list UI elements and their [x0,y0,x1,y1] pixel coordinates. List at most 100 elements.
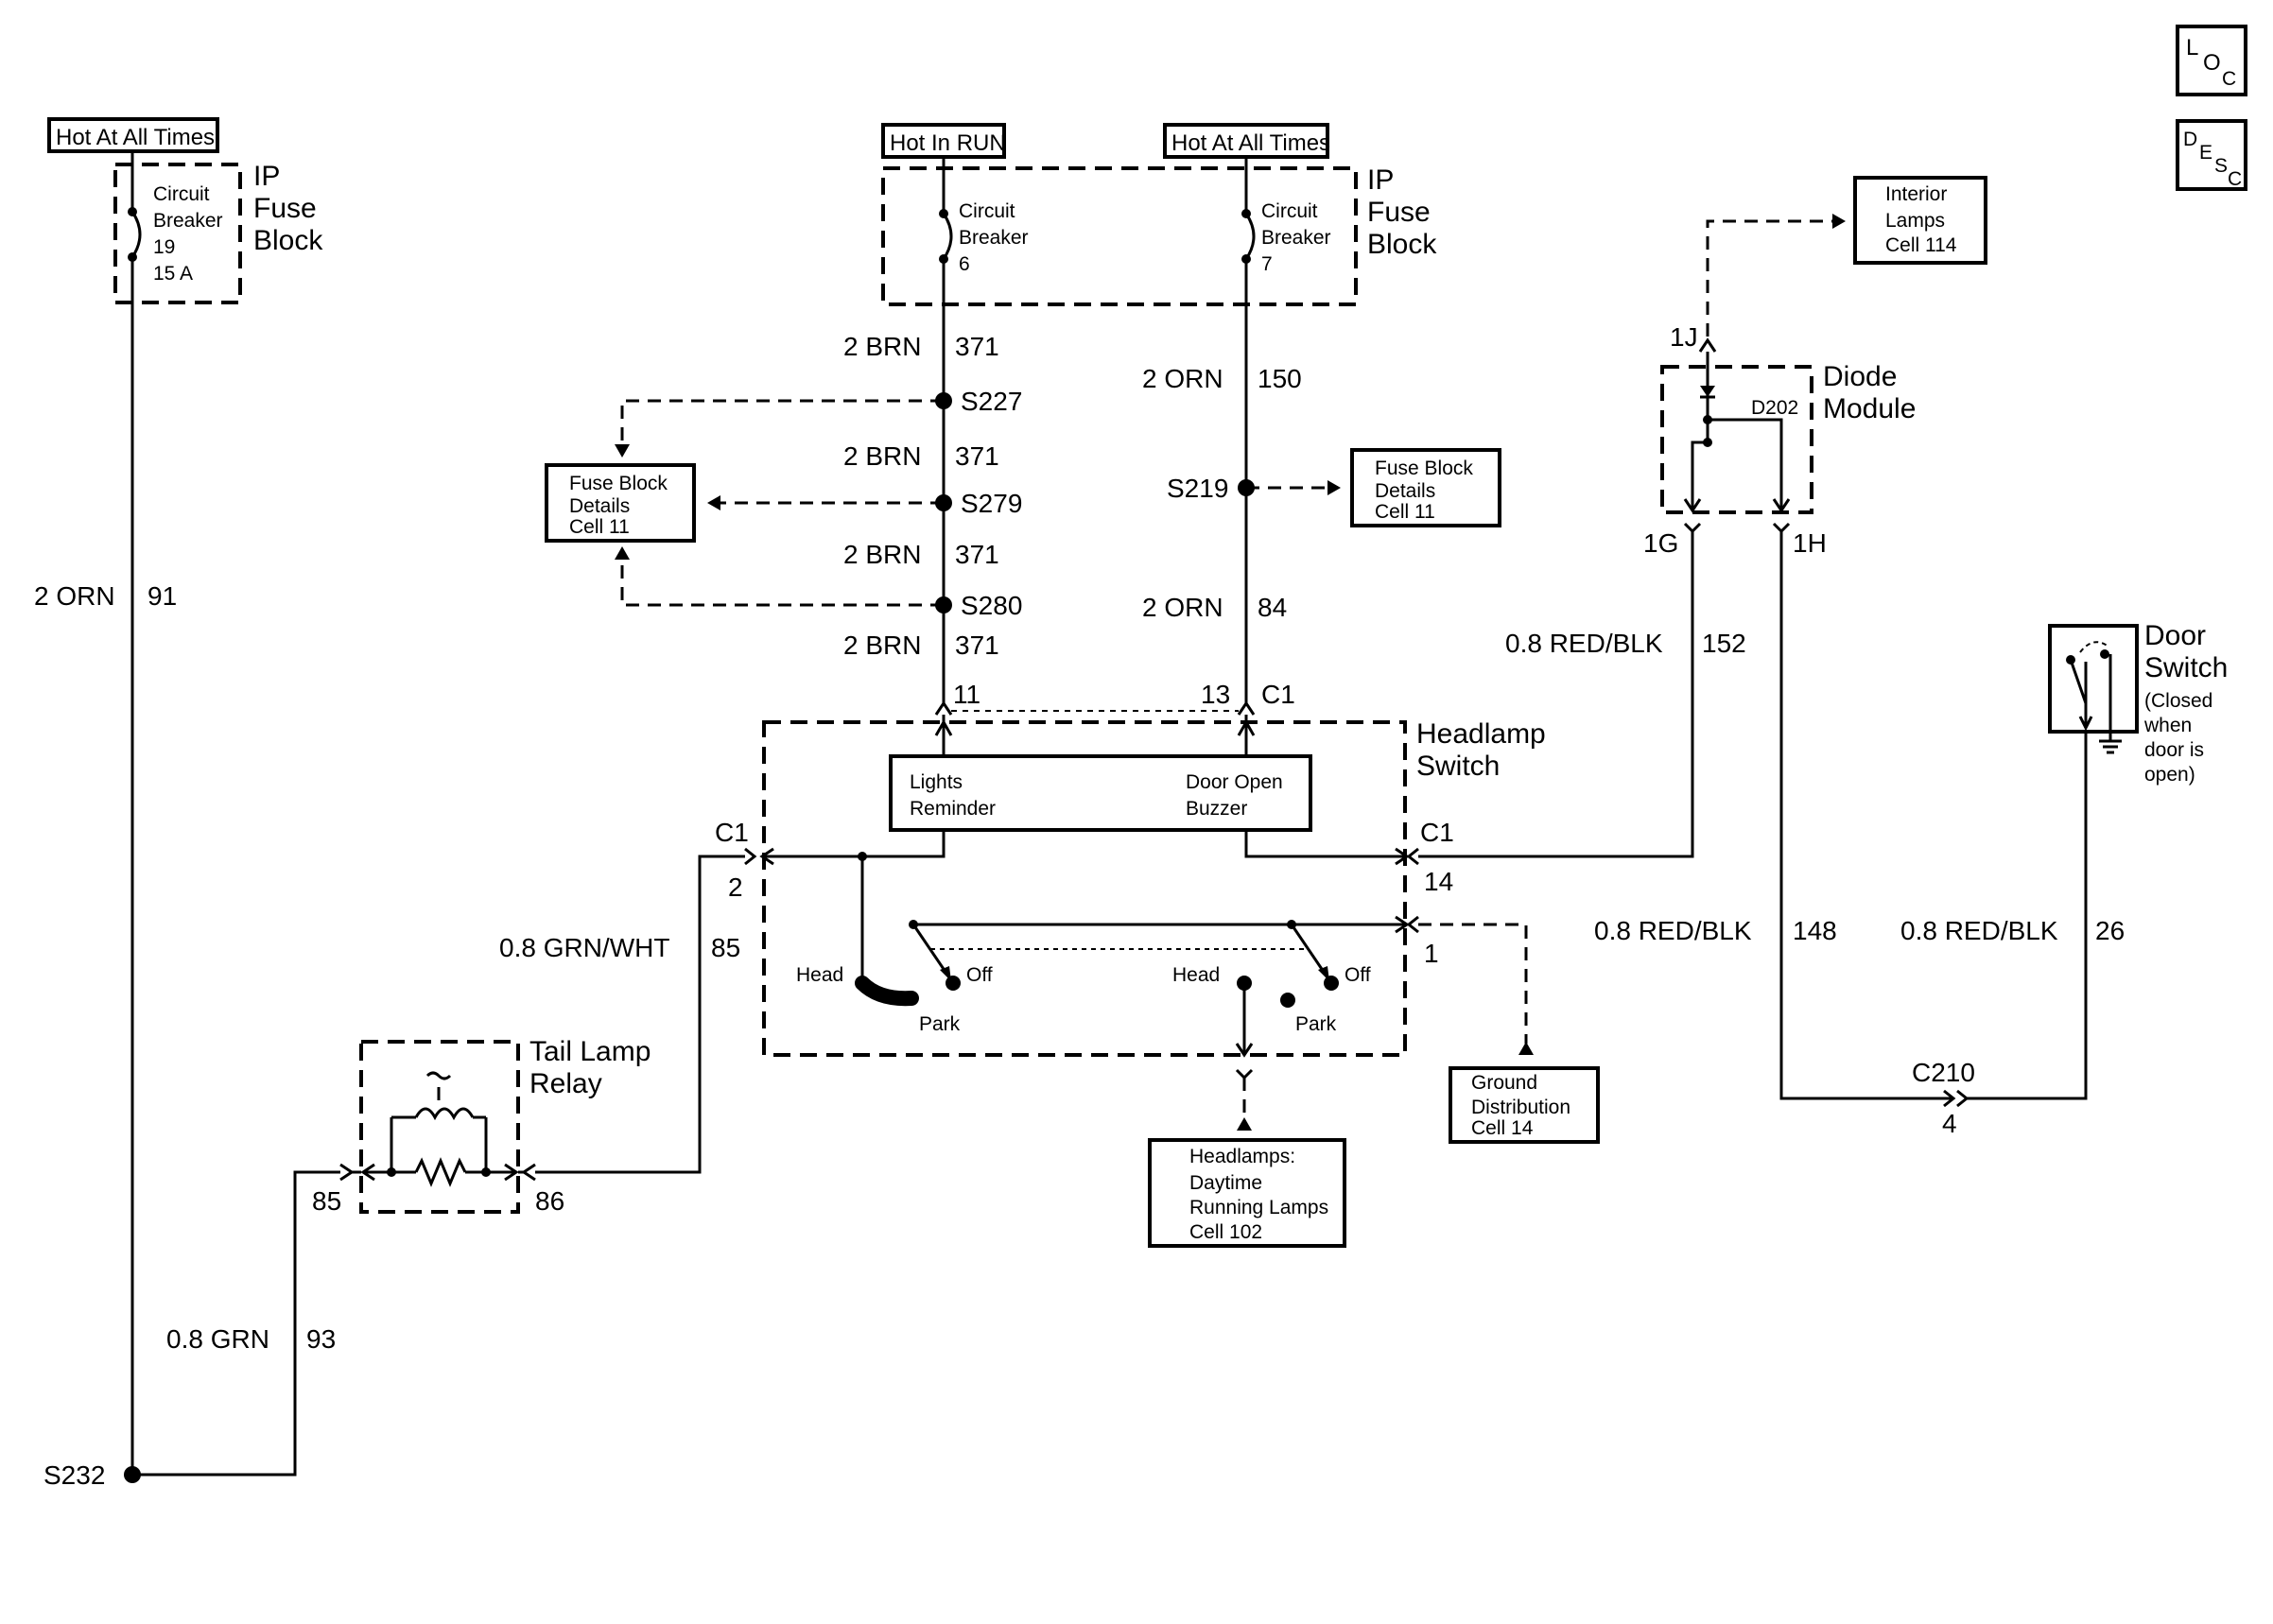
svg-text:Park: Park [1295,1013,1337,1035]
svg-text:Cell 102: Cell 102 [1189,1221,1262,1243]
wire-26 [1967,734,2088,1100]
fuse-block-details-ref-right[interactable]: Fuse Block Details Cell 11 [1350,448,1501,527]
svg-text:Fuse: Fuse [253,193,317,224]
svg-text:91: 91 [147,581,177,611]
wire-93 [132,1170,340,1477]
svg-text:371: 371 [955,631,999,660]
svg-text:Ground: Ground [1471,1072,1537,1094]
svg-text:E: E [2199,142,2212,164]
svg-text:C: C [2228,168,2242,190]
svg-text:Breaker: Breaker [153,210,223,232]
svg-text:Cell 11: Cell 11 [569,516,630,538]
svg-text:IP: IP [1367,164,1394,196]
svg-text:Circuit: Circuit [153,183,210,205]
svg-text:13: 13 [1201,680,1230,709]
svg-text:Details: Details [569,495,630,517]
svg-text:Head: Head [1172,964,1220,986]
svg-text:11: 11 [953,680,980,709]
svg-text:1G: 1G [1643,528,1678,558]
svg-text:S227: S227 [961,387,1022,416]
svg-text:26: 26 [2095,916,2125,945]
ground-distribution-ref[interactable]: Ground Distribution Cell 14 [1449,1066,1600,1144]
interior-lamps-ref[interactable]: Interior Lamps Cell 114 [1853,176,1987,265]
svg-text:S279: S279 [961,489,1022,518]
svg-text:Details: Details [1375,480,1435,502]
svg-text:S219: S219 [1167,474,1228,503]
wire-85 [535,855,745,1174]
svg-text:C1: C1 [715,818,749,847]
loc-icon[interactable]: L O C [2176,25,2247,96]
svg-text:D202: D202 [1751,397,1798,419]
svg-text:Daytime: Daytime [1189,1172,1262,1194]
svg-text:Fuse Block: Fuse Block [1375,458,1473,479]
svg-text:Headlamp: Headlamp [1416,718,1546,750]
wire-152 [1418,531,1694,858]
hot-in-run-label: Hot In RUN [890,130,1006,156]
svg-text:Distribution: Distribution [1471,1097,1570,1118]
svg-text:IP: IP [253,161,280,192]
circuit-breaker-7-icon [1241,168,1256,304]
svg-text:0.8 RED/BLK: 0.8 RED/BLK [1505,629,1663,658]
relay-coil-icon [390,1071,488,1172]
svg-text:when: when [2143,715,2192,736]
svg-text:93: 93 [306,1324,336,1354]
svg-text:D: D [2183,129,2197,150]
svg-text:371: 371 [955,540,999,569]
svg-text:371: 371 [955,441,999,471]
svg-text:Tail Lamp: Tail Lamp [529,1036,651,1067]
svg-text:C: C [2222,68,2236,90]
center-fuse-block: Hot In RUN Hot At All Times IP Fuse Bloc… [881,123,1437,306]
tail-lamp-relay: Tail Lamp Relay [339,1036,651,1214]
svg-text:Module: Module [1823,393,1916,424]
svg-text:Fuse: Fuse [1367,197,1431,228]
svg-text:Cell 14: Cell 14 [1471,1117,1534,1139]
circuit-breaker-6-icon [939,168,953,304]
head-switch-contact-1 [855,976,919,1007]
headlamps-drl-ref[interactable]: Headlamps: Daytime Running Lamps Cell 10… [1148,1138,1346,1248]
svg-text:Interior: Interior [1885,183,1947,205]
svg-text:S280: S280 [961,591,1022,620]
svg-text:2 ORN: 2 ORN [1142,364,1223,393]
svg-text:L: L [2186,35,2198,60]
svg-text:S232: S232 [43,1460,105,1490]
svg-text:148: 148 [1793,916,1837,945]
svg-text:C1: C1 [1420,818,1454,847]
left-fuse-block: Hot At All Times IP Fuse Block Circuit B… [47,117,323,304]
diode-icon [1700,386,1715,399]
svg-text:Switch: Switch [2144,652,2228,683]
svg-text:Block: Block [1367,229,1437,260]
svg-text:Lamps: Lamps [1885,210,1945,232]
svg-text:19: 19 [153,236,175,258]
svg-text:C210: C210 [1912,1058,1975,1087]
svg-text:2 BRN: 2 BRN [843,332,921,361]
lights-reminder-buzzer-module: Lights Reminder Door Open Buzzer [889,754,1312,832]
svg-text:85: 85 [711,933,740,962]
svg-text:Cell 114: Cell 114 [1885,234,1957,256]
svg-text:14: 14 [1424,867,1453,896]
relay-resistor-icon [360,1157,519,1187]
svg-text:Circuit: Circuit [959,200,1015,222]
svg-text:1: 1 [1424,939,1439,968]
headlamp-switch: Headlamp Switch Lights Reminder Door Ope… [744,715,1546,1058]
svg-text:15 A: 15 A [153,263,193,285]
svg-text:C1: C1 [1261,680,1295,709]
svg-text:Cell 11: Cell 11 [1375,501,1435,523]
svg-text:0.8 RED/BLK: 0.8 RED/BLK [1594,916,1752,945]
svg-text:Head: Head [796,964,843,986]
svg-text:open): open) [2144,764,2195,786]
svg-text:Fuse Block: Fuse Block [569,473,668,494]
svg-text:Breaker: Breaker [1261,227,1331,249]
fuse-block-details-ref-left[interactable]: Fuse Block Details Cell 11 [545,463,696,543]
svg-text:0.8 GRN: 0.8 GRN [166,1324,269,1354]
desc-icon[interactable]: D E S C [2176,119,2247,191]
svg-text:2 ORN: 2 ORN [34,581,115,611]
svg-text:0.8 RED/BLK: 0.8 RED/BLK [1900,916,2058,945]
svg-text:Off: Off [1345,964,1371,986]
svg-text:2: 2 [728,872,743,902]
svg-text:Door: Door [2144,620,2206,651]
svg-text:0.8 GRN/WHT: 0.8 GRN/WHT [499,933,669,962]
svg-text:Relay: Relay [529,1068,602,1099]
svg-text:84: 84 [1258,593,1287,622]
